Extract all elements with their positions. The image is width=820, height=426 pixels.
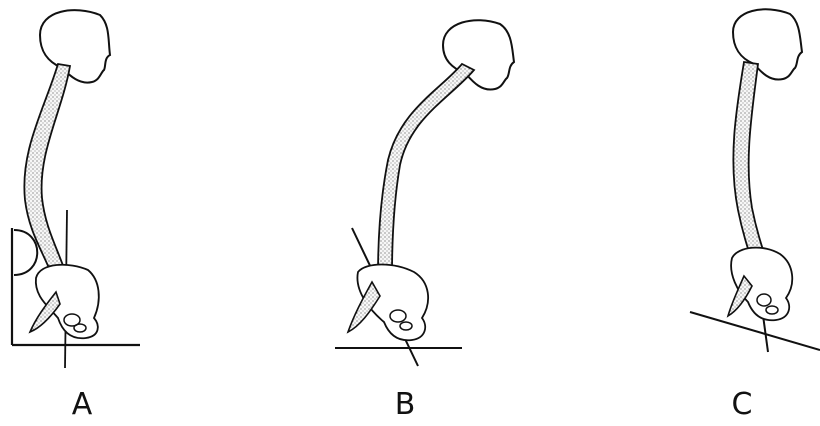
panel-label-b: B [375,388,435,422]
chair-backrest-a [14,230,37,275]
panel-a-figure [12,10,140,368]
seat-line-c [690,312,820,350]
panel-c-figure [690,9,820,352]
pelvis-a [36,265,99,339]
spine-a [24,64,70,290]
spine-b [378,64,474,275]
panel-label-c: C [712,388,772,422]
panel-b-figure [335,20,514,366]
head-a [40,10,110,82]
panel-label-a: A [52,388,112,422]
